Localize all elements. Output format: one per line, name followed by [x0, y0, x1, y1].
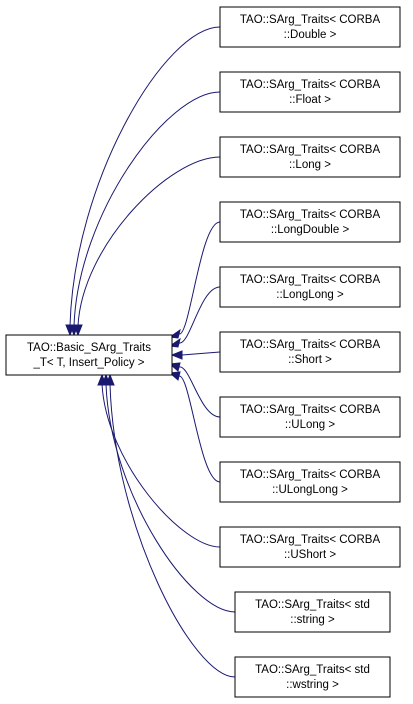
derived-class-label-line2: ::ULongLong > [272, 484, 348, 496]
derived-class-label-line2: ::Long > [289, 159, 331, 171]
derived-class-box [219, 136, 401, 178]
derived-class-label-line1: TAO::SArg_Traits< CORBA [240, 79, 381, 91]
derived-class-label-line1: TAO::SArg_Traits< CORBA [240, 14, 381, 26]
derived-class-label-line2: ::UShort > [284, 549, 336, 561]
inheritance-edge-ushort [101, 383, 221, 548]
derived-class-label-line2: ::wstring > [286, 679, 339, 691]
derived-class-label-line1: TAO::SArg_Traits< CORBA [240, 209, 381, 221]
derived-class-node-ulong[interactable]: TAO::SArg_Traits< CORBA::ULong > [219, 396, 401, 438]
base-class-label-line2: _T< T, Insert_Policy > [32, 357, 144, 369]
derived-class-label-line2: ::string > [290, 614, 335, 626]
derived-class-node-wstring[interactable]: TAO::SArg_Traits< std::wstring > [234, 656, 391, 698]
derived-class-box [234, 656, 391, 698]
derived-class-box [219, 396, 401, 438]
derived-class-label-line2: ::Float > [289, 94, 331, 106]
derived-class-node-short[interactable]: TAO::SArg_Traits< CORBA::Short > [219, 331, 401, 373]
derived-class-label-line1: TAO::SArg_Traits< std [255, 664, 370, 676]
derived-class-node-ushort[interactable]: TAO::SArg_Traits< CORBA::UShort > [219, 526, 401, 568]
arrowhead-icon [73, 324, 83, 337]
derived-class-box [219, 526, 401, 568]
derived-class-label-line2: ::ULong > [285, 419, 335, 431]
derived-class-node-float[interactable]: TAO::SArg_Traits< CORBA::Float > [219, 71, 401, 113]
class-nodes: TAO::Basic_SArg_Traits _T< T, Insert_Pol… [5, 6, 401, 698]
derived-class-node-long[interactable]: TAO::SArg_Traits< CORBA::Long > [219, 136, 401, 178]
derived-class-box [219, 71, 401, 113]
derived-class-label-line2: ::LongDouble > [271, 224, 350, 236]
derived-class-label-line1: TAO::SArg_Traits< CORBA [240, 534, 381, 546]
derived-class-box [219, 331, 401, 373]
arrowhead-icon [105, 373, 115, 386]
derived-class-label-line1: TAO::SArg_Traits< std [255, 599, 370, 611]
base-class-box [5, 334, 173, 376]
derived-class-label-line1: TAO::SArg_Traits< CORBA [240, 404, 381, 416]
inheritance-edge-ulonglong [178, 375, 221, 483]
inheritance-edge-short [181, 351, 221, 356]
derived-class-node-longdouble[interactable]: TAO::SArg_Traits< CORBA::LongDouble > [219, 201, 401, 243]
derived-class-node-string[interactable]: TAO::SArg_Traits< std::string > [234, 591, 391, 633]
derived-class-node-double[interactable]: TAO::SArg_Traits< CORBA::Double > [219, 6, 401, 48]
derived-class-box [219, 266, 401, 308]
derived-class-label-line1: TAO::SArg_Traits< CORBA [240, 144, 381, 156]
derived-class-box [219, 6, 401, 48]
derived-class-node-ulonglong[interactable]: TAO::SArg_Traits< CORBA::ULongLong > [219, 461, 401, 503]
inheritance-edge-ulong [178, 366, 221, 418]
derived-class-label-line1: TAO::SArg_Traits< CORBA [240, 339, 381, 351]
derived-class-label-line1: TAO::SArg_Traits< CORBA [240, 469, 381, 481]
inheritance-edge-longdouble [178, 221, 221, 335]
derived-class-box [234, 591, 391, 633]
derived-class-label-line2: ::LongLong > [276, 289, 344, 301]
derived-class-box [219, 461, 401, 503]
inheritance-edge-wstring [109, 383, 236, 678]
inheritance-edge-long [77, 156, 221, 327]
derived-class-node-longlong[interactable]: TAO::SArg_Traits< CORBA::LongLong > [219, 266, 401, 308]
inheritance-edge-longlong [178, 286, 221, 344]
inheritance-edge-string [105, 383, 236, 613]
inheritance-edge-double [69, 26, 221, 327]
derived-class-label-line2: ::Double > [284, 29, 337, 41]
arrowhead-icon [170, 350, 183, 360]
base-class-label-line1: TAO::Basic_SArg_Traits [27, 342, 151, 354]
derived-class-box [219, 201, 401, 243]
base-class-node[interactable]: TAO::Basic_SArg_Traits _T< T, Insert_Pol… [5, 334, 173, 376]
derived-class-label-line1: TAO::SArg_Traits< CORBA [240, 274, 381, 286]
inheritance-edges [65, 26, 236, 678]
derived-class-label-line2: ::Short > [288, 354, 332, 366]
inheritance-edge-float [73, 91, 221, 327]
